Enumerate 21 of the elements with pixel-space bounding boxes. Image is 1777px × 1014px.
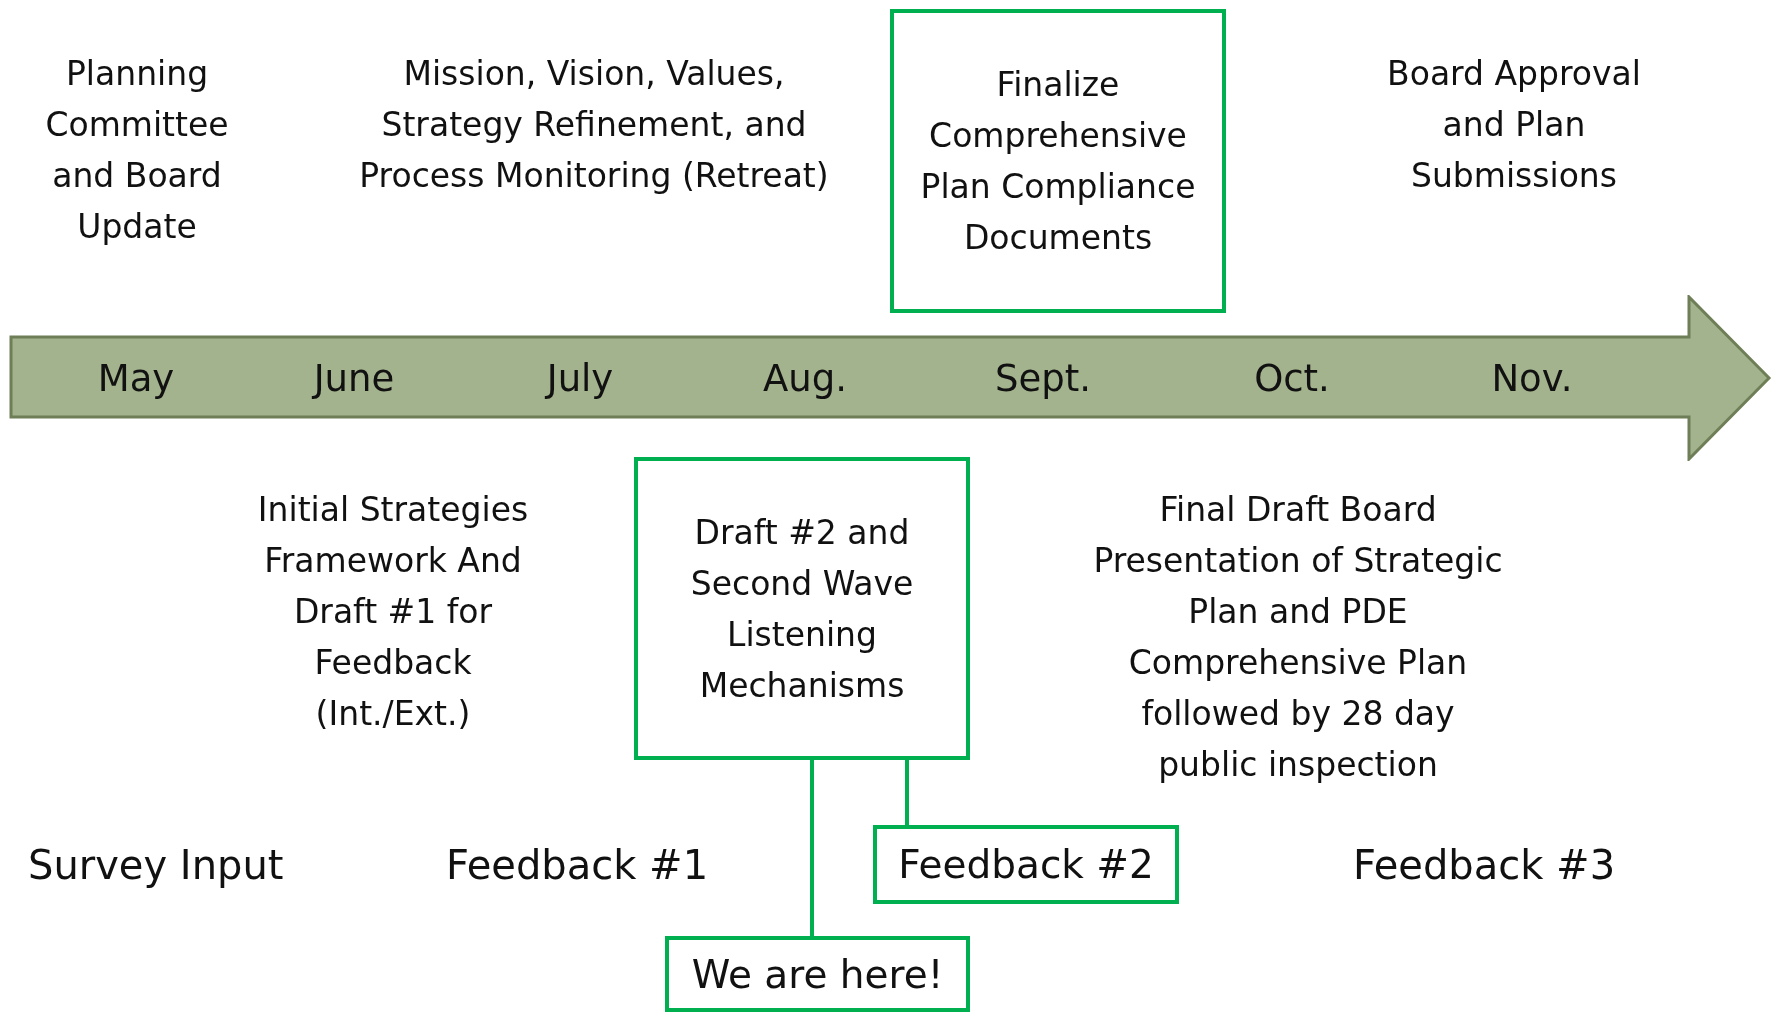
milestone-text: Board Approval and Plan Submissions — [1386, 53, 1642, 197]
milestone-text: Survey Input — [28, 841, 284, 890]
highlight-box: We are here! — [665, 936, 970, 1012]
month-label: June — [313, 356, 395, 400]
connector-line — [905, 760, 909, 825]
connector-line — [810, 760, 814, 936]
month-label: Nov. — [1491, 356, 1573, 400]
milestone-text: Feedback #3 — [1351, 841, 1617, 890]
month-label: Sept. — [995, 356, 1091, 400]
month-label: Aug. — [763, 356, 847, 400]
milestone-text: Planning Committee and Board Update — [44, 53, 230, 248]
milestone-text: Initial Strategies Framework And Draft #1 for Feedback (Int./Ext.) — [256, 489, 530, 735]
highlight-box: Draft #2 and Second Wave Listening Mechanisms — [634, 457, 970, 760]
milestone-text: Mission, Vision, Values, Strategy Refinement, and Process Monitoring (Retreat) — [358, 53, 830, 197]
milestone-text: Final Draft Board Presentation of Strategic Plan and PDE Comprehensive Plan followed by 28 day public inspection — [1092, 489, 1504, 786]
milestone-text: Feedback #1 — [444, 841, 710, 890]
highlight-box: Finalize Comprehensive Plan Compliance Documents — [890, 9, 1226, 313]
month-label: Oct. — [1254, 356, 1330, 400]
highlight-box: Feedback #2 — [873, 825, 1179, 904]
month-label: May — [97, 356, 175, 400]
month-label: July — [546, 356, 614, 400]
